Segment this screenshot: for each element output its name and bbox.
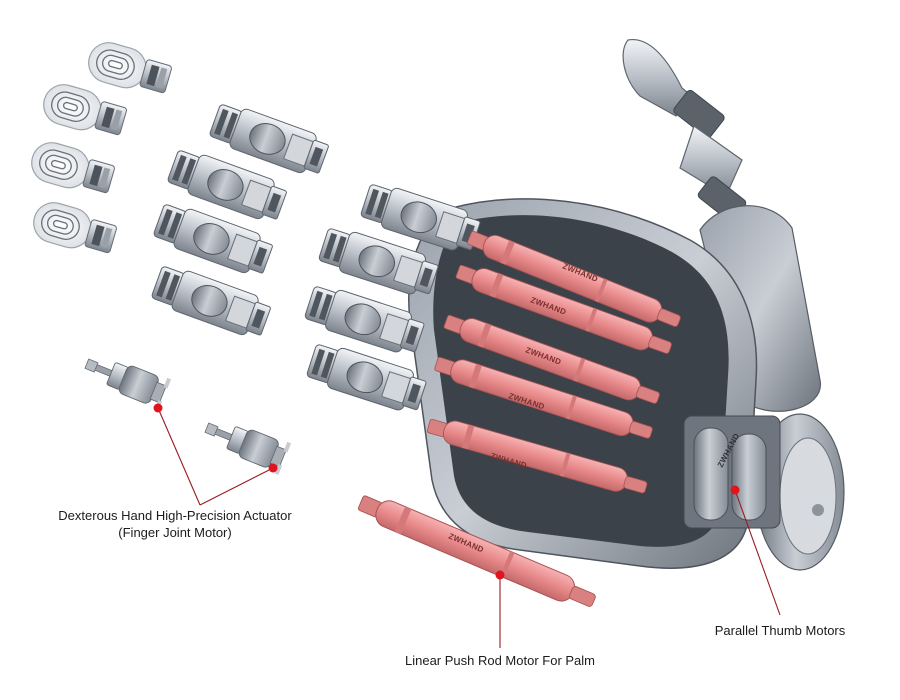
finger-joint-module-4	[149, 261, 274, 342]
palm-motor-2: ZWHAND	[453, 259, 675, 361]
callout-dot-thumb	[730, 485, 740, 495]
callout-line-thumb	[734, 489, 781, 616]
actuator-label-line2: (Finger Joint Motor)	[118, 525, 232, 540]
fingertip-pad-4	[28, 197, 120, 260]
thumb-assembly	[622, 39, 821, 412]
callout-dot-pushrod	[495, 570, 505, 580]
finger-joint-actuator-1	[79, 347, 172, 412]
callout-dot-actuator-1	[153, 403, 163, 413]
fingertip-pad-1	[83, 37, 175, 100]
assembled-hand: ZWHAND ZWHAND ZWHAND ZWHAND ZWHAND ZWHAN…	[302, 39, 845, 571]
fingertip-pad-3	[26, 137, 118, 200]
mounted-joint-4	[304, 339, 429, 417]
fingertip-pad-2	[38, 79, 130, 142]
actuator-label-line1: Dexterous Hand High-Precision Actuator	[58, 508, 292, 523]
thumb-motor-block: ZWHAND	[683, 415, 781, 529]
callout-actuator	[157, 407, 274, 506]
finger-joint-actuator-2	[199, 411, 292, 476]
palm-motor-3: ZWHAND	[441, 309, 663, 411]
callout-dot-actuator-2	[268, 463, 278, 473]
push-rod-label: Linear Push Rod Motor For Palm	[404, 653, 596, 668]
linear-push-rod-motor: ZWHAND	[354, 489, 600, 615]
thumb-motors-label: Parallel Thumb Motors	[714, 623, 846, 638]
actuator-label: Dexterous Hand High-Precision Actuator (…	[40, 507, 310, 541]
